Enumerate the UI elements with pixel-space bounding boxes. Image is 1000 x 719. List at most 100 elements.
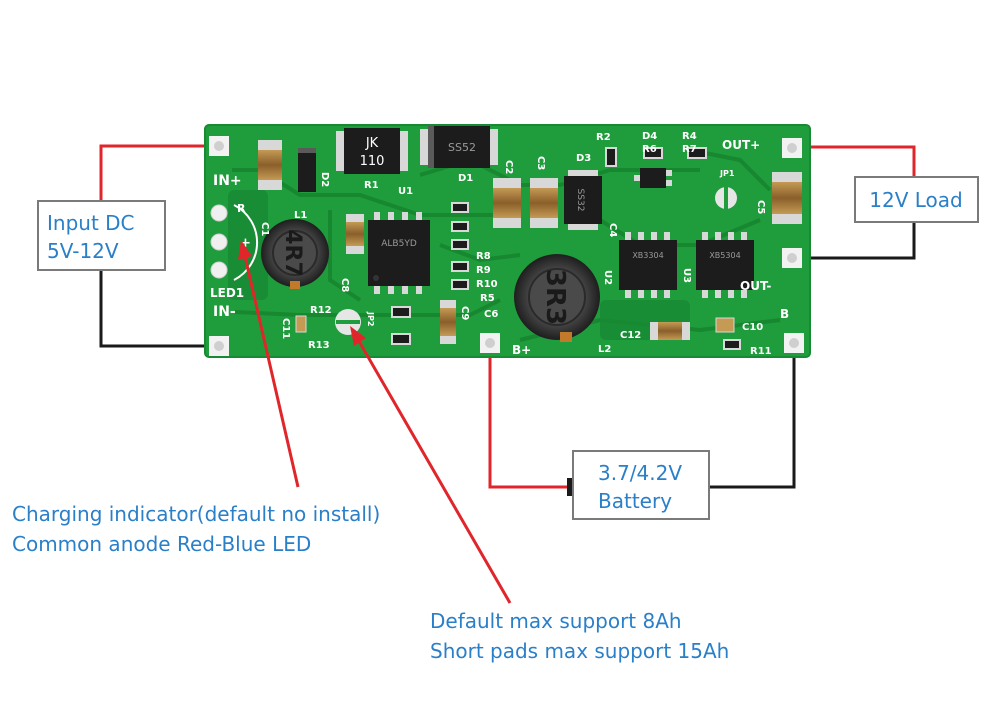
d1-marking-label: SS52 bbox=[448, 141, 476, 154]
charging-pointer-arrowhead bbox=[238, 240, 252, 260]
c8-label: C8 bbox=[339, 278, 350, 292]
d3-label: D3 bbox=[576, 153, 591, 164]
b-label: B bbox=[780, 307, 789, 321]
diode-d1: SS52 bbox=[420, 126, 498, 168]
diode-d3: SS32 bbox=[564, 170, 602, 230]
c3-label: C3 bbox=[535, 156, 546, 170]
r7-label: R7 bbox=[682, 144, 697, 155]
jumper-jp1 bbox=[715, 186, 737, 210]
ic-u1: ALB5YD bbox=[368, 212, 430, 294]
r10-label: R10 bbox=[476, 279, 498, 290]
r12-label: R12 bbox=[310, 305, 332, 316]
c6-label: C6 bbox=[484, 309, 498, 320]
input-label-line-1: Input DC bbox=[47, 211, 135, 235]
c1-label: C1 bbox=[259, 222, 270, 236]
r13-label: R13 bbox=[308, 340, 330, 351]
jp1-label: JP1 bbox=[719, 169, 735, 178]
capacity-pointer-line bbox=[354, 335, 512, 604]
load-positive-wire bbox=[790, 145, 916, 177]
d1-label: D1 bbox=[458, 173, 473, 184]
d3-marking-label: SS32 bbox=[575, 189, 585, 212]
u3-label: U3 bbox=[681, 268, 692, 283]
c4-label: C4 bbox=[607, 223, 618, 237]
d2-label: D2 bbox=[319, 172, 330, 187]
pad-b-minus bbox=[784, 333, 804, 353]
pads bbox=[209, 136, 804, 356]
input-label-box: Input DC 5V-12V bbox=[37, 200, 166, 271]
l1-label: L1 bbox=[294, 210, 307, 221]
battery-label-box: 3.7/4.2V Battery bbox=[567, 450, 710, 520]
jp2-label: JP2 bbox=[366, 311, 375, 326]
charging-note-line-2: Common anode Red-Blue LED bbox=[12, 532, 311, 556]
r5-label: R5 bbox=[480, 293, 495, 304]
r2-label: R2 bbox=[596, 132, 611, 143]
u2-label: U2 bbox=[602, 270, 613, 285]
l1-value-label: 4R7 bbox=[280, 229, 305, 277]
battery-label-line-1: 3.7/4.2V bbox=[598, 461, 682, 485]
ic-u2: XB3304 bbox=[619, 232, 677, 298]
capacity-pointer-arrowhead bbox=[350, 326, 366, 346]
r8-label: R8 bbox=[476, 251, 491, 262]
cap-c12 bbox=[650, 322, 690, 340]
diode-jk110: JK 110 bbox=[336, 128, 408, 174]
charging-note-line-1: Charging indicator(default no install) bbox=[12, 502, 380, 526]
load-negative-wire bbox=[790, 222, 916, 260]
input-label-line-2: 5V-12V bbox=[47, 239, 119, 263]
battery-label-line-2: Battery bbox=[598, 489, 672, 513]
r11-label: R11 bbox=[750, 346, 772, 357]
c9-label: C9 bbox=[459, 306, 470, 320]
r-label: R bbox=[237, 202, 246, 215]
pad-b-plus bbox=[480, 333, 500, 353]
c11-label: C11 bbox=[280, 318, 291, 339]
u3-marking-label: XB5304 bbox=[709, 251, 740, 260]
c12-label: C12 bbox=[620, 330, 641, 341]
cap-c11 bbox=[295, 315, 307, 333]
jk-top-label: JK bbox=[365, 136, 379, 151]
out-plus-label: OUT+ bbox=[722, 138, 760, 152]
l2-value-label: 3R3 bbox=[540, 269, 570, 325]
capacity-note: Default max support 8Ah Short pads max s… bbox=[430, 609, 729, 663]
in-minus-label: IN- bbox=[213, 304, 236, 320]
b-plus-label: B+ bbox=[512, 343, 531, 357]
d4-label: D4 bbox=[642, 131, 657, 142]
r1-label: R1 bbox=[364, 180, 379, 191]
transistor bbox=[634, 168, 672, 188]
cap-c8 bbox=[346, 214, 364, 254]
cap-c3 bbox=[530, 178, 558, 228]
out-minus-label: OUT- bbox=[740, 279, 771, 293]
led1-label: LED1 bbox=[210, 286, 244, 300]
silkscreen: IN+ IN- LED1 R + OUT+ OUT- B+ B L1 L2 U1… bbox=[210, 131, 789, 357]
pad-in-plus bbox=[209, 136, 229, 156]
capacity-note-line-1: Default max support 8Ah bbox=[430, 609, 682, 633]
resistors bbox=[391, 147, 741, 350]
cap-c2 bbox=[493, 178, 521, 228]
l2-label: L2 bbox=[598, 344, 611, 355]
plus-label: + bbox=[240, 236, 251, 251]
c2-label: C2 bbox=[503, 160, 514, 174]
c10-label: C10 bbox=[742, 322, 763, 333]
pcb-board: 4R7 3R3 ALB5YD XB3304 bbox=[204, 124, 811, 358]
pad-out-minus bbox=[782, 248, 802, 268]
u1-label: U1 bbox=[398, 186, 413, 197]
led-pads bbox=[210, 204, 259, 281]
charging-note: Charging indicator(default no install) C… bbox=[12, 502, 380, 556]
in-plus-label: IN+ bbox=[213, 173, 242, 189]
r6-label: R6 bbox=[642, 144, 657, 155]
cap-c1 bbox=[258, 140, 282, 190]
load-label: 12V Load bbox=[869, 188, 962, 212]
r4-label: R4 bbox=[682, 131, 697, 142]
pad-in-minus bbox=[209, 336, 229, 356]
input-positive-wire bbox=[99, 144, 217, 201]
diode-d2 bbox=[298, 148, 316, 192]
charging-pointer-line bbox=[242, 251, 300, 488]
u1-marking-label: ALB5YD bbox=[381, 239, 417, 249]
cap-c5 bbox=[772, 172, 802, 224]
cap-c9 bbox=[440, 300, 456, 344]
pointer-arrows bbox=[238, 240, 512, 604]
capacitors bbox=[258, 140, 802, 344]
ic-u3: XB5304 bbox=[696, 232, 754, 298]
battery-negative-wire bbox=[708, 345, 796, 489]
input-negative-wire bbox=[99, 270, 217, 348]
jumper-jp2 bbox=[335, 309, 361, 335]
